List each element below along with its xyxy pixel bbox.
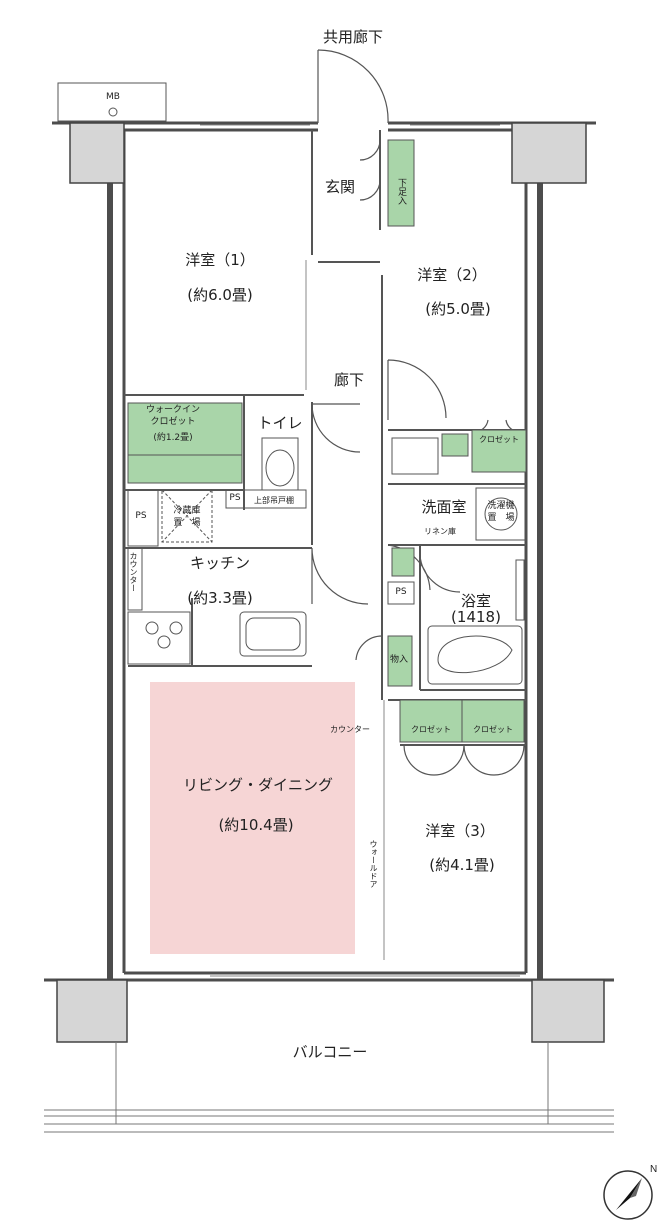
column-top-right: [511, 122, 587, 184]
corridor-label: 共用廊下: [322, 28, 384, 46]
wic-size: (約1.2畳): [153, 433, 193, 443]
wic-label-1: ウォークイン: [145, 405, 201, 415]
shoes-label: 下足入: [396, 178, 406, 205]
kitchen-size: (約3.3畳): [187, 589, 253, 607]
living-name: リビング・ダイニング: [182, 776, 334, 794]
washroom-label: 洗面室: [421, 498, 467, 516]
door-swings: [311, 139, 525, 776]
washer-label-2: 置 場: [487, 513, 515, 523]
toilet-label: トイレ: [257, 414, 303, 432]
linen-label: リネン庫: [424, 527, 456, 536]
closet-western2: クロゼット: [479, 435, 519, 444]
compass-icon: N: [603, 1164, 657, 1220]
fridge-label-2: 置 場: [173, 518, 201, 528]
fixtures: [127, 437, 527, 685]
column-bottom-right: [531, 979, 605, 1043]
entrance-door: [317, 49, 389, 124]
fridge-label: 冷蔵庫: [173, 506, 201, 516]
counter-vertical: カウンター: [129, 552, 138, 592]
balcony-label: バルコニー: [292, 1043, 368, 1061]
western1-size: (約6.0畳): [187, 286, 253, 304]
bath-name: 浴室: [460, 592, 492, 610]
hallway-label: 廊下: [333, 371, 365, 389]
ps-label-2: PS: [229, 493, 241, 503]
closet-western3-b: クロゼット: [473, 725, 513, 734]
counter-horizontal: カウンター: [330, 725, 370, 734]
western1-name: 洋室（1）: [185, 251, 255, 269]
living-area-fill: [150, 682, 355, 954]
kitchen-name: キッチン: [189, 554, 251, 572]
upper-shelf-label: 上部吊戸棚: [254, 496, 294, 505]
western3-name: 洋室（3）: [425, 822, 495, 840]
mb-label: MB: [106, 92, 120, 102]
genkan-label: 玄関: [324, 178, 356, 196]
balcony-railing: [44, 1042, 614, 1133]
column-bottom-left: [56, 979, 128, 1043]
outer-walls: [107, 182, 543, 980]
svg-text:N: N: [650, 1164, 657, 1175]
storage-label: 物入: [389, 655, 409, 665]
wic-label-2: クロゼット: [150, 417, 196, 427]
closets: [127, 139, 527, 743]
mb-meter-icon: [108, 107, 118, 117]
column-top-left: [69, 122, 125, 184]
ps-label-1: PS: [135, 511, 147, 521]
western2-name: 洋室（2）: [417, 266, 487, 284]
western3-size: (約4.1畳): [429, 856, 495, 874]
ps-label-3: PS: [395, 587, 407, 597]
wall-door-label: ウォールドア: [369, 840, 378, 888]
western2-size: (約5.0畳): [425, 300, 491, 318]
bath-size: (1418): [451, 608, 501, 626]
washer-label: 洗濯機: [487, 501, 515, 511]
living-size: (約10.4畳): [218, 816, 294, 834]
closet-western3-a: クロゼット: [411, 725, 451, 734]
